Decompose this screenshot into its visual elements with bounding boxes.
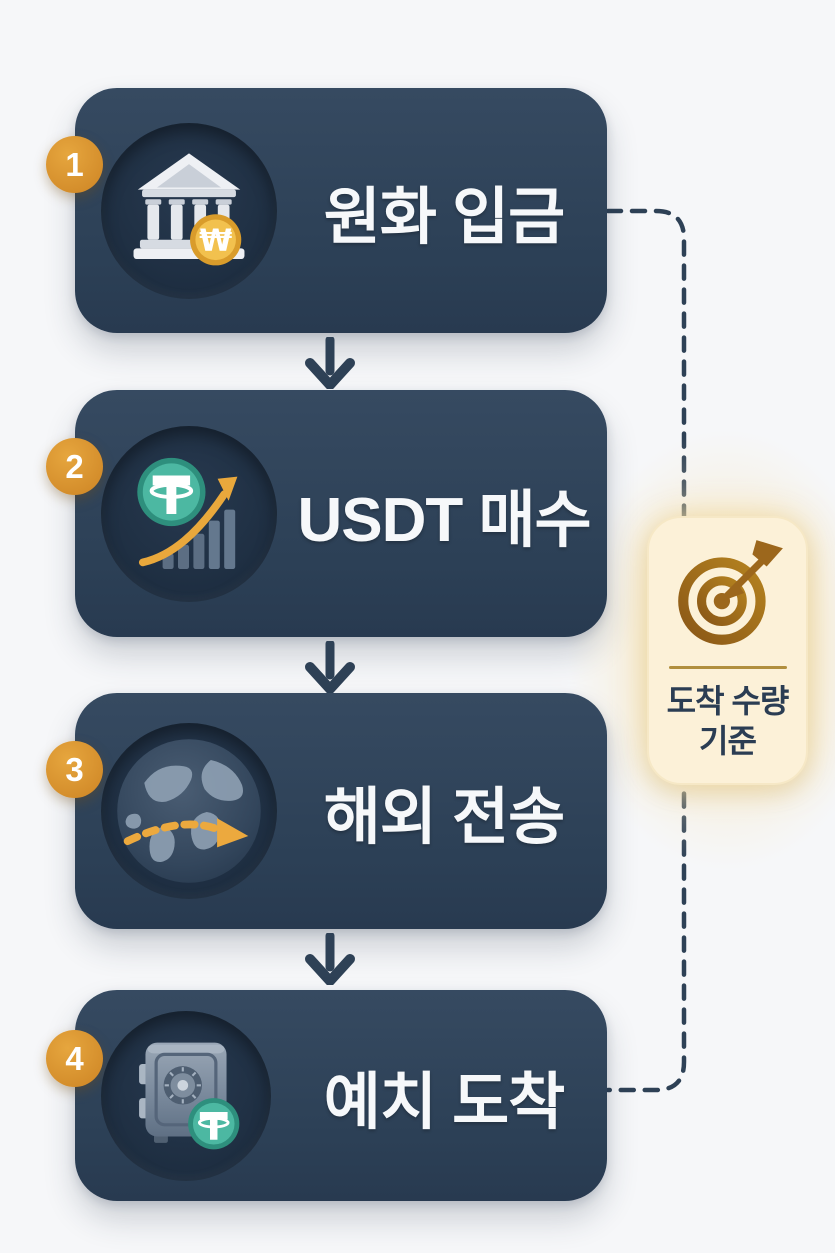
step-label: 예치 도착 [323, 1067, 565, 1137]
step-card-overseas-transfer: 3 [46, 693, 607, 929]
growth-arrow-icon [138, 476, 238, 566]
svg-text:₩: ₩ [199, 223, 232, 258]
tether-growth-icon [101, 425, 277, 602]
step-number-badge: 3 [46, 741, 103, 798]
transfer-arrow-icon [123, 818, 249, 848]
globe-transfer-icon [117, 739, 261, 883]
continents [125, 760, 244, 863]
bank-icon: ₩ [101, 122, 277, 299]
step-label: 해외 전송 [323, 783, 565, 852]
tether-coin-icon [137, 457, 206, 526]
step-card-deposit-arrival: 4 [46, 990, 607, 1201]
step-number-badge: 4 [46, 1030, 103, 1087]
bar-chart-icon [162, 509, 236, 569]
step-card-krw-deposit: 1 ₩ [46, 88, 607, 333]
bank-building-icon: ₩ [133, 152, 245, 265]
callout-label-line1: 도착 수량 [666, 683, 790, 719]
tether-coin-icon [188, 1097, 240, 1149]
step-card-usdt-buy: 2 [46, 390, 607, 637]
target-dart-icon [677, 540, 783, 645]
callout-box: 도착 수량 기준 [647, 516, 808, 785]
callout-label: 도착 수량 기준 [666, 681, 790, 762]
callout-label-line2: 기준 [699, 723, 757, 760]
callout-divider [668, 666, 787, 669]
step-label: 원화 입금 [323, 182, 565, 252]
krw-coin-icon: ₩ [190, 213, 242, 265]
down-arrow-icon [305, 933, 355, 985]
down-arrow-icon [305, 337, 355, 389]
step-number: 3 [65, 750, 84, 788]
vault-tether-icon [139, 1042, 240, 1149]
step-label: USDT 매수 [297, 485, 591, 555]
down-arrow-icon [305, 641, 355, 693]
step-number: 2 [65, 447, 84, 485]
globe-icon [101, 723, 277, 899]
step-number: 4 [65, 1039, 84, 1077]
step-number: 1 [65, 145, 84, 183]
dial-icon [163, 1065, 202, 1105]
step-number-badge: 1 [46, 136, 103, 193]
safe-icon [101, 1010, 271, 1181]
tether-coin-chart-icon [137, 457, 238, 569]
step-number-badge: 2 [46, 438, 103, 495]
